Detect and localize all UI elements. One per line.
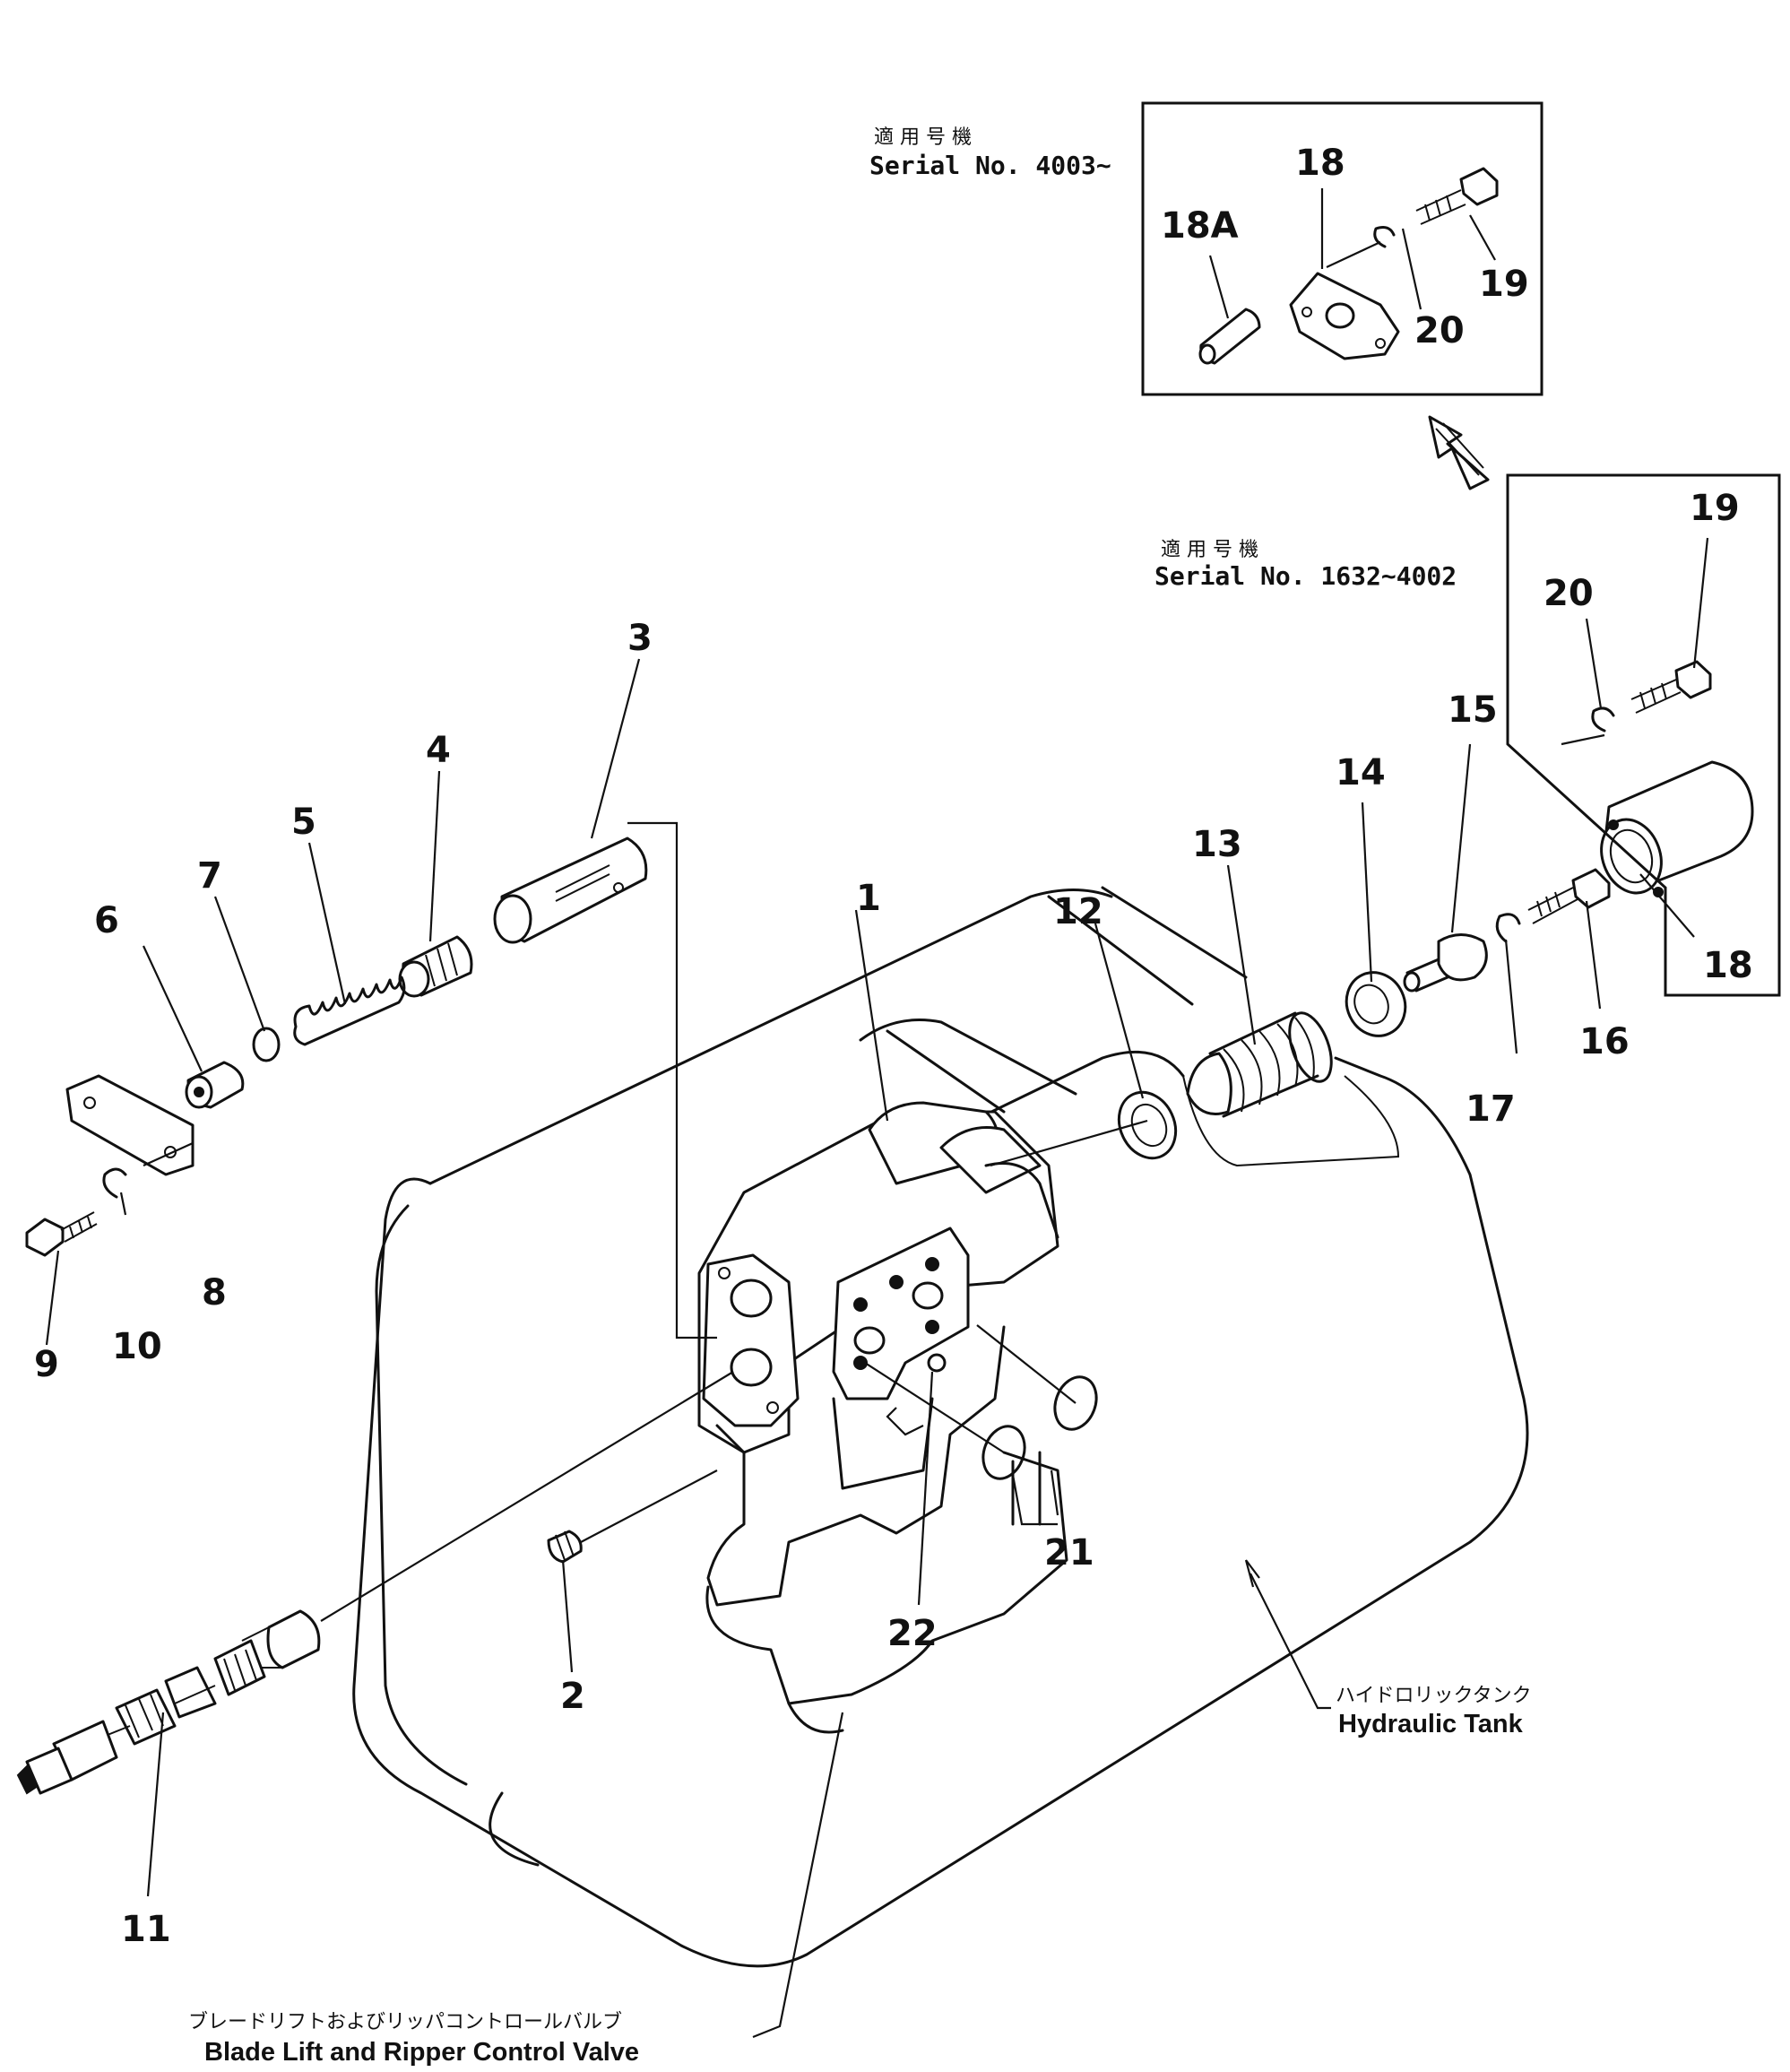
part-21-oring-a xyxy=(981,1425,1026,1480)
callout-3: 3 xyxy=(627,618,653,659)
change-arrow xyxy=(1428,415,1490,490)
part-5-spring xyxy=(293,975,406,1046)
callout-19-old: 19 xyxy=(1690,488,1740,529)
callout-19-new: 19 xyxy=(1479,264,1529,305)
callout-13: 13 xyxy=(1192,824,1242,865)
part-18-cover-old xyxy=(1600,760,1754,897)
callout-15: 15 xyxy=(1448,689,1498,731)
part-19-bolt-old xyxy=(1630,660,1712,714)
tank-label-jp: ハイドロリックタンク xyxy=(1336,1685,1532,1707)
part-6-plug xyxy=(185,1061,245,1109)
inset-old-serial: Serial No. 1632~4002 xyxy=(1154,561,1457,591)
callout-12: 12 xyxy=(1053,891,1103,932)
part-16-bolt xyxy=(1527,868,1611,924)
valve-label-jp: ブレードリフトおよびリッパコントロールバルブ xyxy=(188,2011,622,2033)
callout-numbers: 1 2 3 4 5 6 7 8 9 10 11 12 13 14 15 16 1… xyxy=(34,143,1753,1950)
leader-lines xyxy=(45,188,1709,1897)
callout-18-old: 18 xyxy=(1703,945,1753,986)
part-21-oring-b xyxy=(1053,1375,1098,1431)
inset-new-caption: 適 用 号 機 Serial No. 4003~ xyxy=(869,126,1111,180)
part-20-washer-old xyxy=(1591,707,1615,733)
callout-10: 10 xyxy=(112,1326,162,1367)
callout-6: 6 xyxy=(94,900,119,941)
control-valve-body xyxy=(697,1101,1068,1734)
hydraulic-tank xyxy=(352,886,1529,1968)
callout-14: 14 xyxy=(1336,752,1386,793)
callout-20-new: 20 xyxy=(1414,310,1465,351)
callout-18-new: 18 xyxy=(1295,143,1345,184)
inset-new-box xyxy=(1141,101,1544,396)
part-9-bolt xyxy=(25,1211,98,1257)
inset-new-jp: 適 用 号 機 xyxy=(874,126,972,149)
callout-20-old: 20 xyxy=(1544,573,1594,614)
part-15-stopper xyxy=(1403,933,1488,993)
callout-5: 5 xyxy=(291,802,316,843)
callout-16: 16 xyxy=(1579,1021,1630,1062)
callout-17: 17 xyxy=(1466,1088,1516,1130)
part-4-piston xyxy=(398,935,473,998)
callout-22: 22 xyxy=(887,1613,938,1654)
part-13-spring xyxy=(1186,1011,1333,1118)
part-11-spool xyxy=(16,1609,321,1795)
part-14-seat xyxy=(1345,971,1407,1037)
part-7-oring xyxy=(252,1027,281,1062)
callout-9: 9 xyxy=(34,1344,59,1385)
part-17-washer xyxy=(1495,913,1521,943)
part-3-sleeve xyxy=(493,837,648,944)
part-10-washer xyxy=(102,1167,127,1199)
valve-caption: ブレードリフトおよびリッパコントロールバルブ Blade Lift and Ri… xyxy=(188,2011,639,2067)
callout-7: 7 xyxy=(197,855,222,897)
tank-caption: ハイドロリックタンク Hydraulic Tank xyxy=(1336,1685,1532,1738)
inset-old-box xyxy=(1506,473,1781,997)
tank-label-en: Hydraulic Tank xyxy=(1338,1710,1524,1738)
valve-label-en: Blade Lift and Ripper Control Valve xyxy=(204,2038,639,2067)
part-2-plug xyxy=(547,1530,583,1564)
part-12-retainer xyxy=(1117,1090,1178,1160)
inset-old-caption: 適 用 号 機 Serial No. 1632~4002 xyxy=(1154,539,1457,591)
callout-18a: 18A xyxy=(1161,205,1239,247)
callout-4: 4 xyxy=(426,730,451,771)
inset-old-jp: 適 用 号 機 xyxy=(1161,539,1258,561)
callout-11: 11 xyxy=(121,1909,171,1950)
part-22-oring xyxy=(927,1353,947,1373)
part-8-plate xyxy=(65,1074,195,1176)
callout-1: 1 xyxy=(856,878,881,919)
callout-8: 8 xyxy=(202,1272,227,1313)
callout-2: 2 xyxy=(560,1676,585,1717)
callout-21: 21 xyxy=(1044,1532,1094,1574)
inset-new-serial: Serial No. 4003~ xyxy=(869,151,1111,180)
